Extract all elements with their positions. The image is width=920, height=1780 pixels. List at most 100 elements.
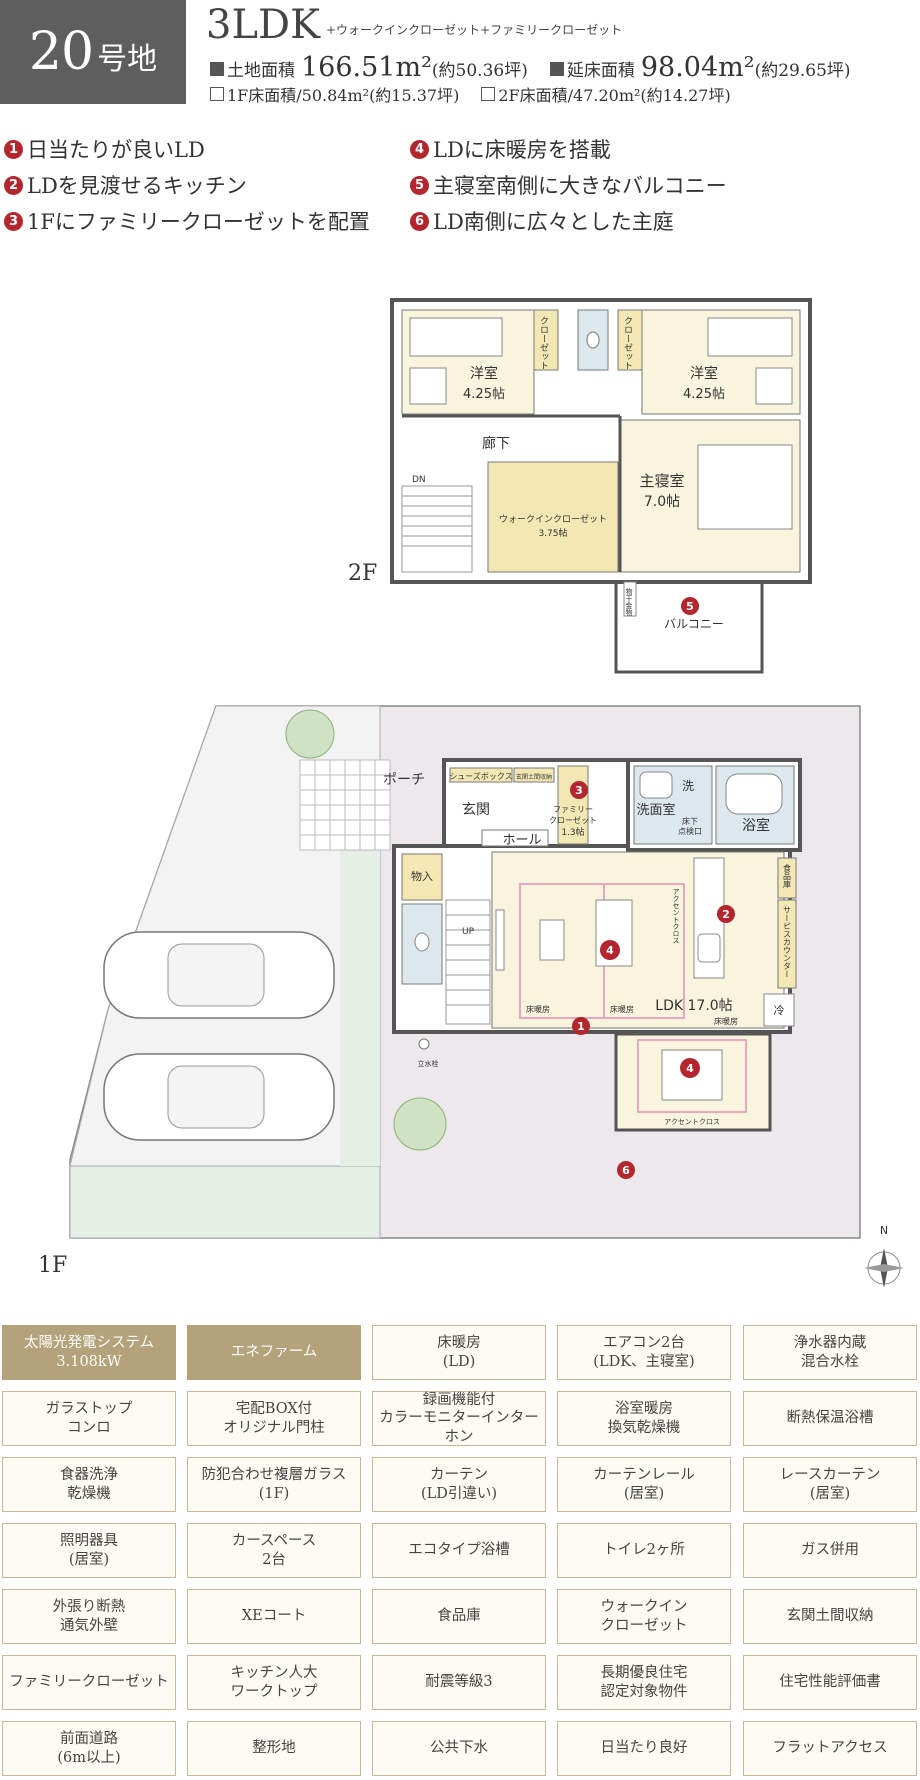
hall-label: ホール: [502, 833, 541, 848]
master-bedroom-label: 主寝室: [639, 472, 684, 490]
plan-title: 3LDK +ウォークインクローゼット+ファミリークローゼット: [206, 2, 622, 48]
feature-number: 3: [4, 211, 23, 231]
amenity-badge: 長期優良住宅 認定対象物件: [557, 1655, 731, 1710]
lot-number: 20: [28, 22, 94, 82]
feature-marker-number: 2: [722, 908, 730, 921]
feature-marker: [680, 1058, 700, 1078]
plan-extra: +ウォークインクローゼット+ファミリークローゼット: [325, 23, 623, 37]
feature-text: 日当たりが良いLD: [27, 138, 205, 162]
area-row-main: 土地面積 166.51 m² (約50.36坪) 延床面積 98.04 m² (…: [210, 52, 851, 83]
lot-badge: 20 号地: [0, 0, 186, 104]
family-closet-label: クローゼット: [549, 815, 597, 825]
amenity-badge: 浴室暖房 換気乾燥機: [557, 1391, 731, 1446]
feature-marker-number: 4: [606, 944, 614, 957]
feature-number: 2: [4, 175, 23, 195]
feature-item: 1 日当たりが良いLD: [4, 134, 205, 164]
amenity-badge: キッチン人大 ワークトップ: [187, 1655, 361, 1710]
amenity-badge: 日当たり良好: [557, 1721, 731, 1776]
amenity-badge: 太陽光発電システム 3.108kW: [2, 1325, 176, 1380]
closet-label: クローゼット: [622, 316, 633, 370]
floor-heat-label: 床暖房: [526, 1004, 550, 1014]
floor-plan-2f: [390, 298, 812, 674]
stairs-up-label: UP: [462, 927, 475, 937]
floor-area-unit: m²: [718, 52, 755, 83]
feature-marker: [717, 905, 735, 923]
square-bullet: [549, 62, 564, 76]
feature-number: 5: [410, 175, 429, 195]
feature-text: LDに床暖房を搭載: [433, 138, 611, 162]
amenity-badge: 住宅性能評価書: [743, 1655, 917, 1710]
washer-label: 洗: [682, 779, 694, 793]
room-east-size: 4.25帖: [683, 387, 725, 402]
wash-room-label: 洗面室: [636, 802, 675, 818]
amenity-badge: ウォークイン クローゼット: [557, 1589, 731, 1644]
feature-number: 1: [4, 139, 23, 159]
feature-marker-number: 4: [686, 1062, 694, 1075]
amenity-badge: 整形地: [187, 1721, 361, 1776]
feature-text: 1Fにファミリークローゼットを配置: [27, 210, 370, 234]
feature-marker: [572, 1017, 590, 1035]
amenity-badge: 断熱保温浴槽: [743, 1391, 917, 1446]
stairs-dn-label: DN: [412, 475, 426, 485]
f2-label: 2F: [348, 561, 377, 586]
amenity-badge: フラットアクセス: [743, 1721, 917, 1776]
amenity-badge: 宅配BOX付 オリジナル門柱: [187, 1391, 361, 1446]
pantry-label: 食品庫: [783, 863, 792, 889]
lot-suffix: 号地: [97, 42, 158, 77]
feature-text: LDを見渡せるキッチン: [27, 174, 247, 198]
amenity-badge: 防犯合わせ複層ガラス (1F): [187, 1457, 361, 1512]
feature-text: 主寝室南側に大きなバルコニー: [433, 174, 727, 198]
feature-marker: [681, 597, 699, 615]
accent-cross-label: アクセントクロス: [664, 1118, 720, 1126]
amenity-badge: 食品庫: [372, 1589, 546, 1644]
floor-heat-label: 床暖房: [610, 1004, 634, 1014]
f1-label: 1F: [38, 1253, 67, 1278]
amenity-badge: エコタイプ浴槽: [372, 1523, 546, 1578]
feature-item: 6 LD南側に広々とした主庭: [410, 206, 674, 236]
amenity-badge: 照明器具 (居室): [2, 1523, 176, 1578]
service-counter-label: サービスカウンター: [783, 906, 792, 978]
closet-label: クローゼット: [538, 316, 549, 370]
family-closet-size: 1.3帖: [561, 826, 584, 838]
tree-icon: [285, 709, 335, 759]
amenity-badge: 浄水器内蔵 混合水栓: [743, 1325, 917, 1380]
amenity-badge: ファミリークローゼット: [2, 1655, 176, 1710]
floor-area-label: 延床面積: [566, 61, 635, 81]
amenity-badge: 食器洗浄 乾燥機: [2, 1457, 176, 1512]
floor-area-tsubo: (約29.65坪): [754, 61, 851, 81]
room-east-label: 洋室: [690, 365, 718, 382]
compass-north-label: N: [880, 1224, 888, 1237]
amenity-badge: レースカーテン (居室): [743, 1457, 917, 1512]
feature-item: 3 1Fにファミリークローゼットを配置: [4, 206, 370, 236]
tree-icon: [393, 1097, 447, 1151]
balcony-label: バルコニー: [664, 617, 724, 631]
wic-label: ウォークインクローゼット: [499, 513, 607, 525]
amenity-badge: カーテン (LD引違い): [372, 1457, 546, 1512]
feature-item: 4 LDに床暖房を搭載: [410, 134, 611, 164]
amenity-badge: 録画機能付 カラーモニターインターホン: [372, 1391, 546, 1446]
feature-item: 5 主寝室南側に大きなバルコニー: [410, 170, 727, 200]
amenity-badge: ガラストップ コンロ: [2, 1391, 176, 1446]
feature-item: 2 LDを見渡せるキッチン: [4, 170, 247, 200]
fridge-label: 冷: [774, 1004, 785, 1017]
feature-number: 4: [410, 139, 429, 159]
compass-icon: [864, 1248, 904, 1288]
area-row-floors: 1F床面積/50.84m²(約15.37坪) 2F床面積/47.20m²(約14…: [210, 82, 731, 106]
feature-text: LD南側に広々とした主庭: [433, 210, 674, 234]
plan-type: 3LDK: [206, 2, 320, 48]
master-bedroom-size: 7.0帖: [644, 494, 680, 510]
feature-marker-number: 5: [686, 600, 694, 613]
amenity-badge: 床暖房 (LD): [372, 1325, 546, 1380]
amenity-badge: カースペース 2台: [187, 1523, 361, 1578]
feature-marker: [600, 940, 620, 960]
genkan-label: 玄関: [462, 801, 490, 818]
floor-plan: 2F クローゼット クローゼット 洋室 4.25帖 洋室 4.25帖 廊下 DN…: [38, 298, 904, 1288]
square-bullet: [210, 87, 224, 101]
hallway-label: 廊下: [482, 435, 510, 452]
feature-marker: [570, 781, 588, 799]
storage-label: 物入: [411, 869, 433, 883]
feature-marker-number: 3: [575, 784, 583, 797]
floor-plan-1f: [69, 705, 904, 1288]
land-area-label: 土地面積: [227, 61, 295, 81]
